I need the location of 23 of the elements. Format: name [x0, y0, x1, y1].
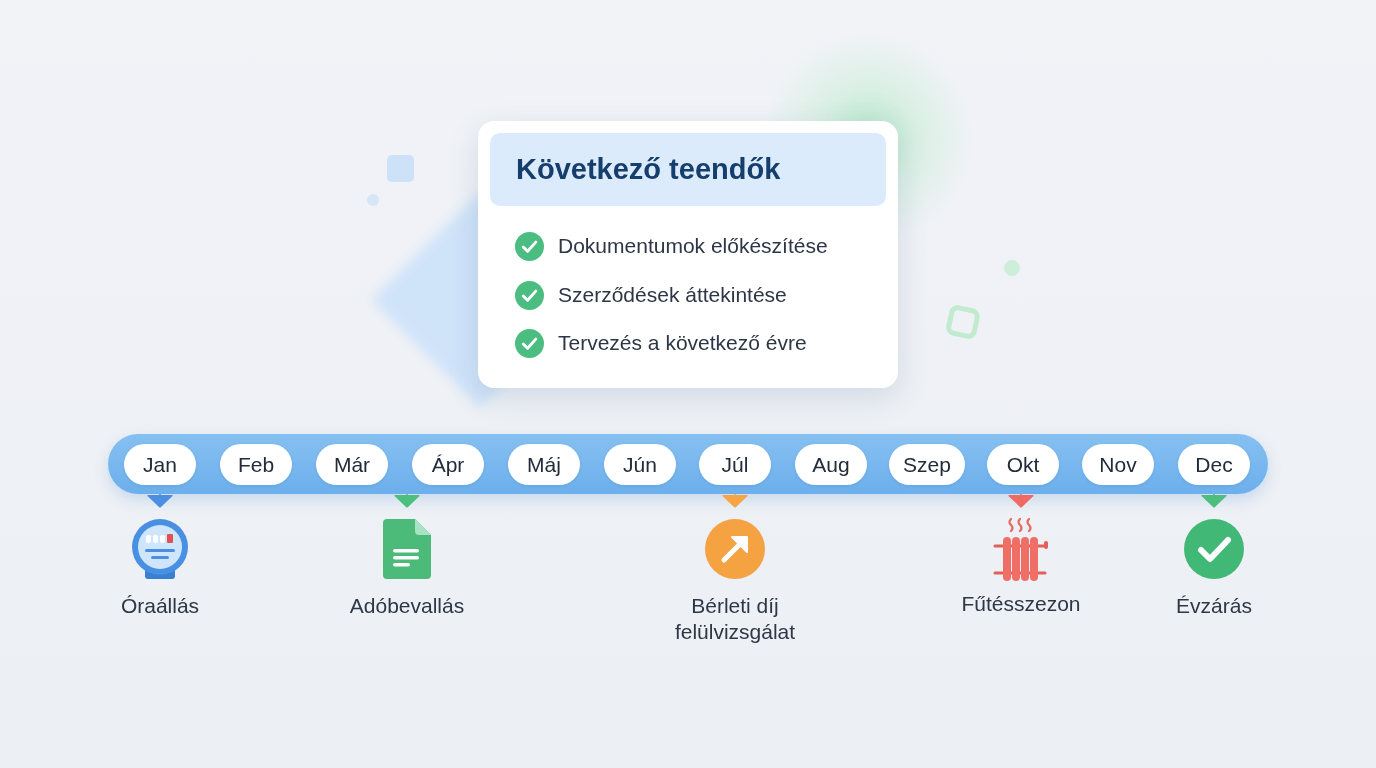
event-label: Bérleti díj felülvizsgálat	[673, 593, 797, 645]
checklist-item: Dokumentumok előkészítése	[558, 233, 828, 259]
month-tag: Júl	[699, 443, 771, 485]
month-tag: Már	[316, 443, 388, 485]
task-card	[478, 121, 898, 388]
timeline-bar	[108, 434, 1268, 494]
month-tag: Jan	[124, 443, 196, 485]
event-label: Adóbevallás	[349, 593, 465, 619]
month-tag: Nov	[1082, 443, 1154, 485]
month-tag: Jún	[604, 443, 676, 485]
checklist-item: Tervezés a következő évre	[558, 330, 807, 356]
checklist-item: Szerződések áttekintése	[558, 282, 787, 308]
month-tag: Dec	[1178, 443, 1250, 485]
event-label: Fűtésszezon	[961, 591, 1081, 617]
month-tag: Ápr	[412, 443, 484, 485]
event-label: Óraállás	[120, 593, 200, 619]
month-tag: Aug	[795, 443, 867, 485]
month-tag: Feb	[220, 443, 292, 485]
event-label: Évzárás	[1176, 593, 1252, 619]
card-heading: Következő teendők	[490, 133, 886, 206]
month-tag: Máj	[508, 443, 580, 485]
month-tag: Okt	[987, 443, 1059, 485]
month-tag: Szep	[889, 443, 965, 485]
